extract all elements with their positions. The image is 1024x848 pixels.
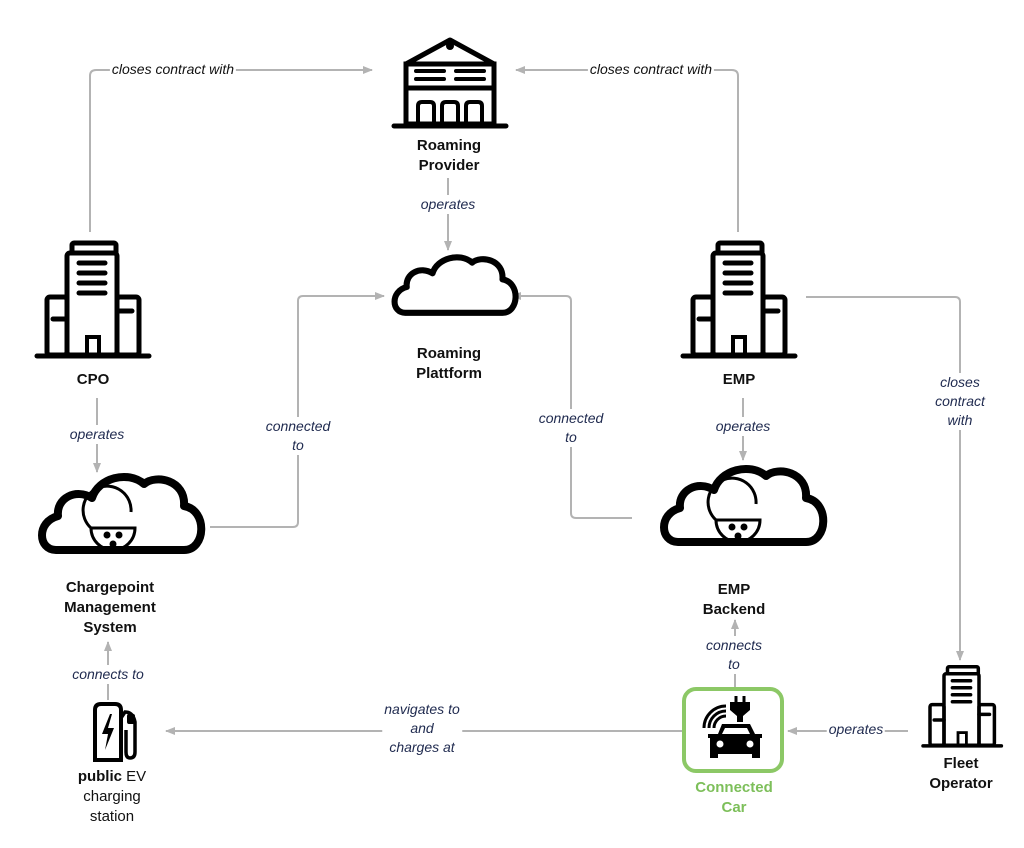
label-line: to (292, 437, 304, 453)
edge-label-car-station: navigates to and charges at (382, 700, 462, 757)
node-charging-station: public EV charging station (78, 767, 146, 827)
office-buildings-icon (37, 243, 149, 356)
label-line: charging (83, 788, 141, 805)
label-line: Connected (695, 779, 773, 796)
cloud-plug-icon (42, 477, 201, 550)
bank-building-icon (391, 37, 509, 129)
label-line: EMP (717, 581, 751, 598)
label-line: Backend (702, 601, 766, 618)
node-fleet-operator: Fleet Operator (929, 754, 992, 794)
label-line: charges at (389, 739, 455, 755)
edge-emp-to-provider (515, 66, 739, 232)
label-line: and (410, 720, 434, 736)
edge-label-emp-backend: operates (713, 417, 773, 436)
label-line: station (89, 808, 135, 825)
label-normal: EV (121, 768, 147, 785)
node-cpo: CPO (77, 370, 110, 390)
office-buildings-icon (683, 243, 795, 356)
edge-cpo-to-provider (89, 66, 373, 232)
edge-label-emp-provider: closes contract with (587, 60, 715, 79)
label-line: System (83, 619, 137, 636)
label-line: connects (705, 637, 763, 653)
node-emp: EMP (723, 370, 756, 390)
connected-car-icon (682, 687, 784, 773)
label-line: contract (935, 393, 985, 409)
edge-label-station-cms: connects to (70, 665, 146, 684)
label-line: Car (721, 799, 747, 816)
edge-label-backend-platform: connected to (536, 409, 606, 447)
office-buildings-icon (921, 665, 1004, 748)
label-line: connected (538, 410, 604, 426)
edge-label-emp-fleet: closes contract with (933, 373, 987, 430)
label-line: to (565, 429, 577, 445)
label-line: closes (940, 374, 980, 390)
label-line: with (947, 412, 973, 428)
label-line: Provider (418, 157, 480, 174)
label-line: EMP (722, 371, 756, 388)
ev-charger-icon (93, 702, 137, 762)
cloud-icon (395, 257, 516, 313)
label-line: CPO (76, 371, 110, 388)
label-bold: public (77, 768, 122, 785)
label-line: Chargepoint (65, 579, 155, 596)
edge-label-fleet-car: operates (826, 720, 886, 739)
edge-emp-to-fleet (806, 296, 964, 661)
label-line: Management (64, 599, 156, 616)
label-line: public EV (78, 767, 146, 787)
node-roaming-platform: Roaming Plattform (416, 344, 482, 384)
label-line: navigates to (384, 701, 460, 717)
label-line: Roaming (416, 137, 482, 154)
label-line: connected (265, 418, 331, 434)
node-roaming-provider: Roaming Provider (417, 136, 481, 176)
node-emp-backend: EMP Backend (703, 580, 766, 620)
node-cms: Chargepoint Management System (64, 578, 156, 638)
label-line: to (728, 656, 740, 672)
label-line: Fleet (943, 755, 979, 772)
label-line: Operator (929, 775, 993, 792)
edge-label-cpo-provider: closes contract with (109, 60, 237, 79)
label-line: Plattform (416, 365, 482, 382)
node-connected-car: Connected Car (695, 778, 773, 818)
cloud-plug-icon (664, 469, 823, 542)
edge-label-car-backend: connects to (703, 636, 765, 674)
edge-backend-to-platform (511, 292, 632, 519)
edge-label-cms-platform: connected to (263, 417, 333, 455)
edge-label-provider-platform: operates (418, 195, 478, 214)
edge-cms-to-platform (210, 292, 385, 528)
edge-label-cpo-cms: operates (67, 425, 127, 444)
label-line: Roaming (416, 345, 482, 362)
